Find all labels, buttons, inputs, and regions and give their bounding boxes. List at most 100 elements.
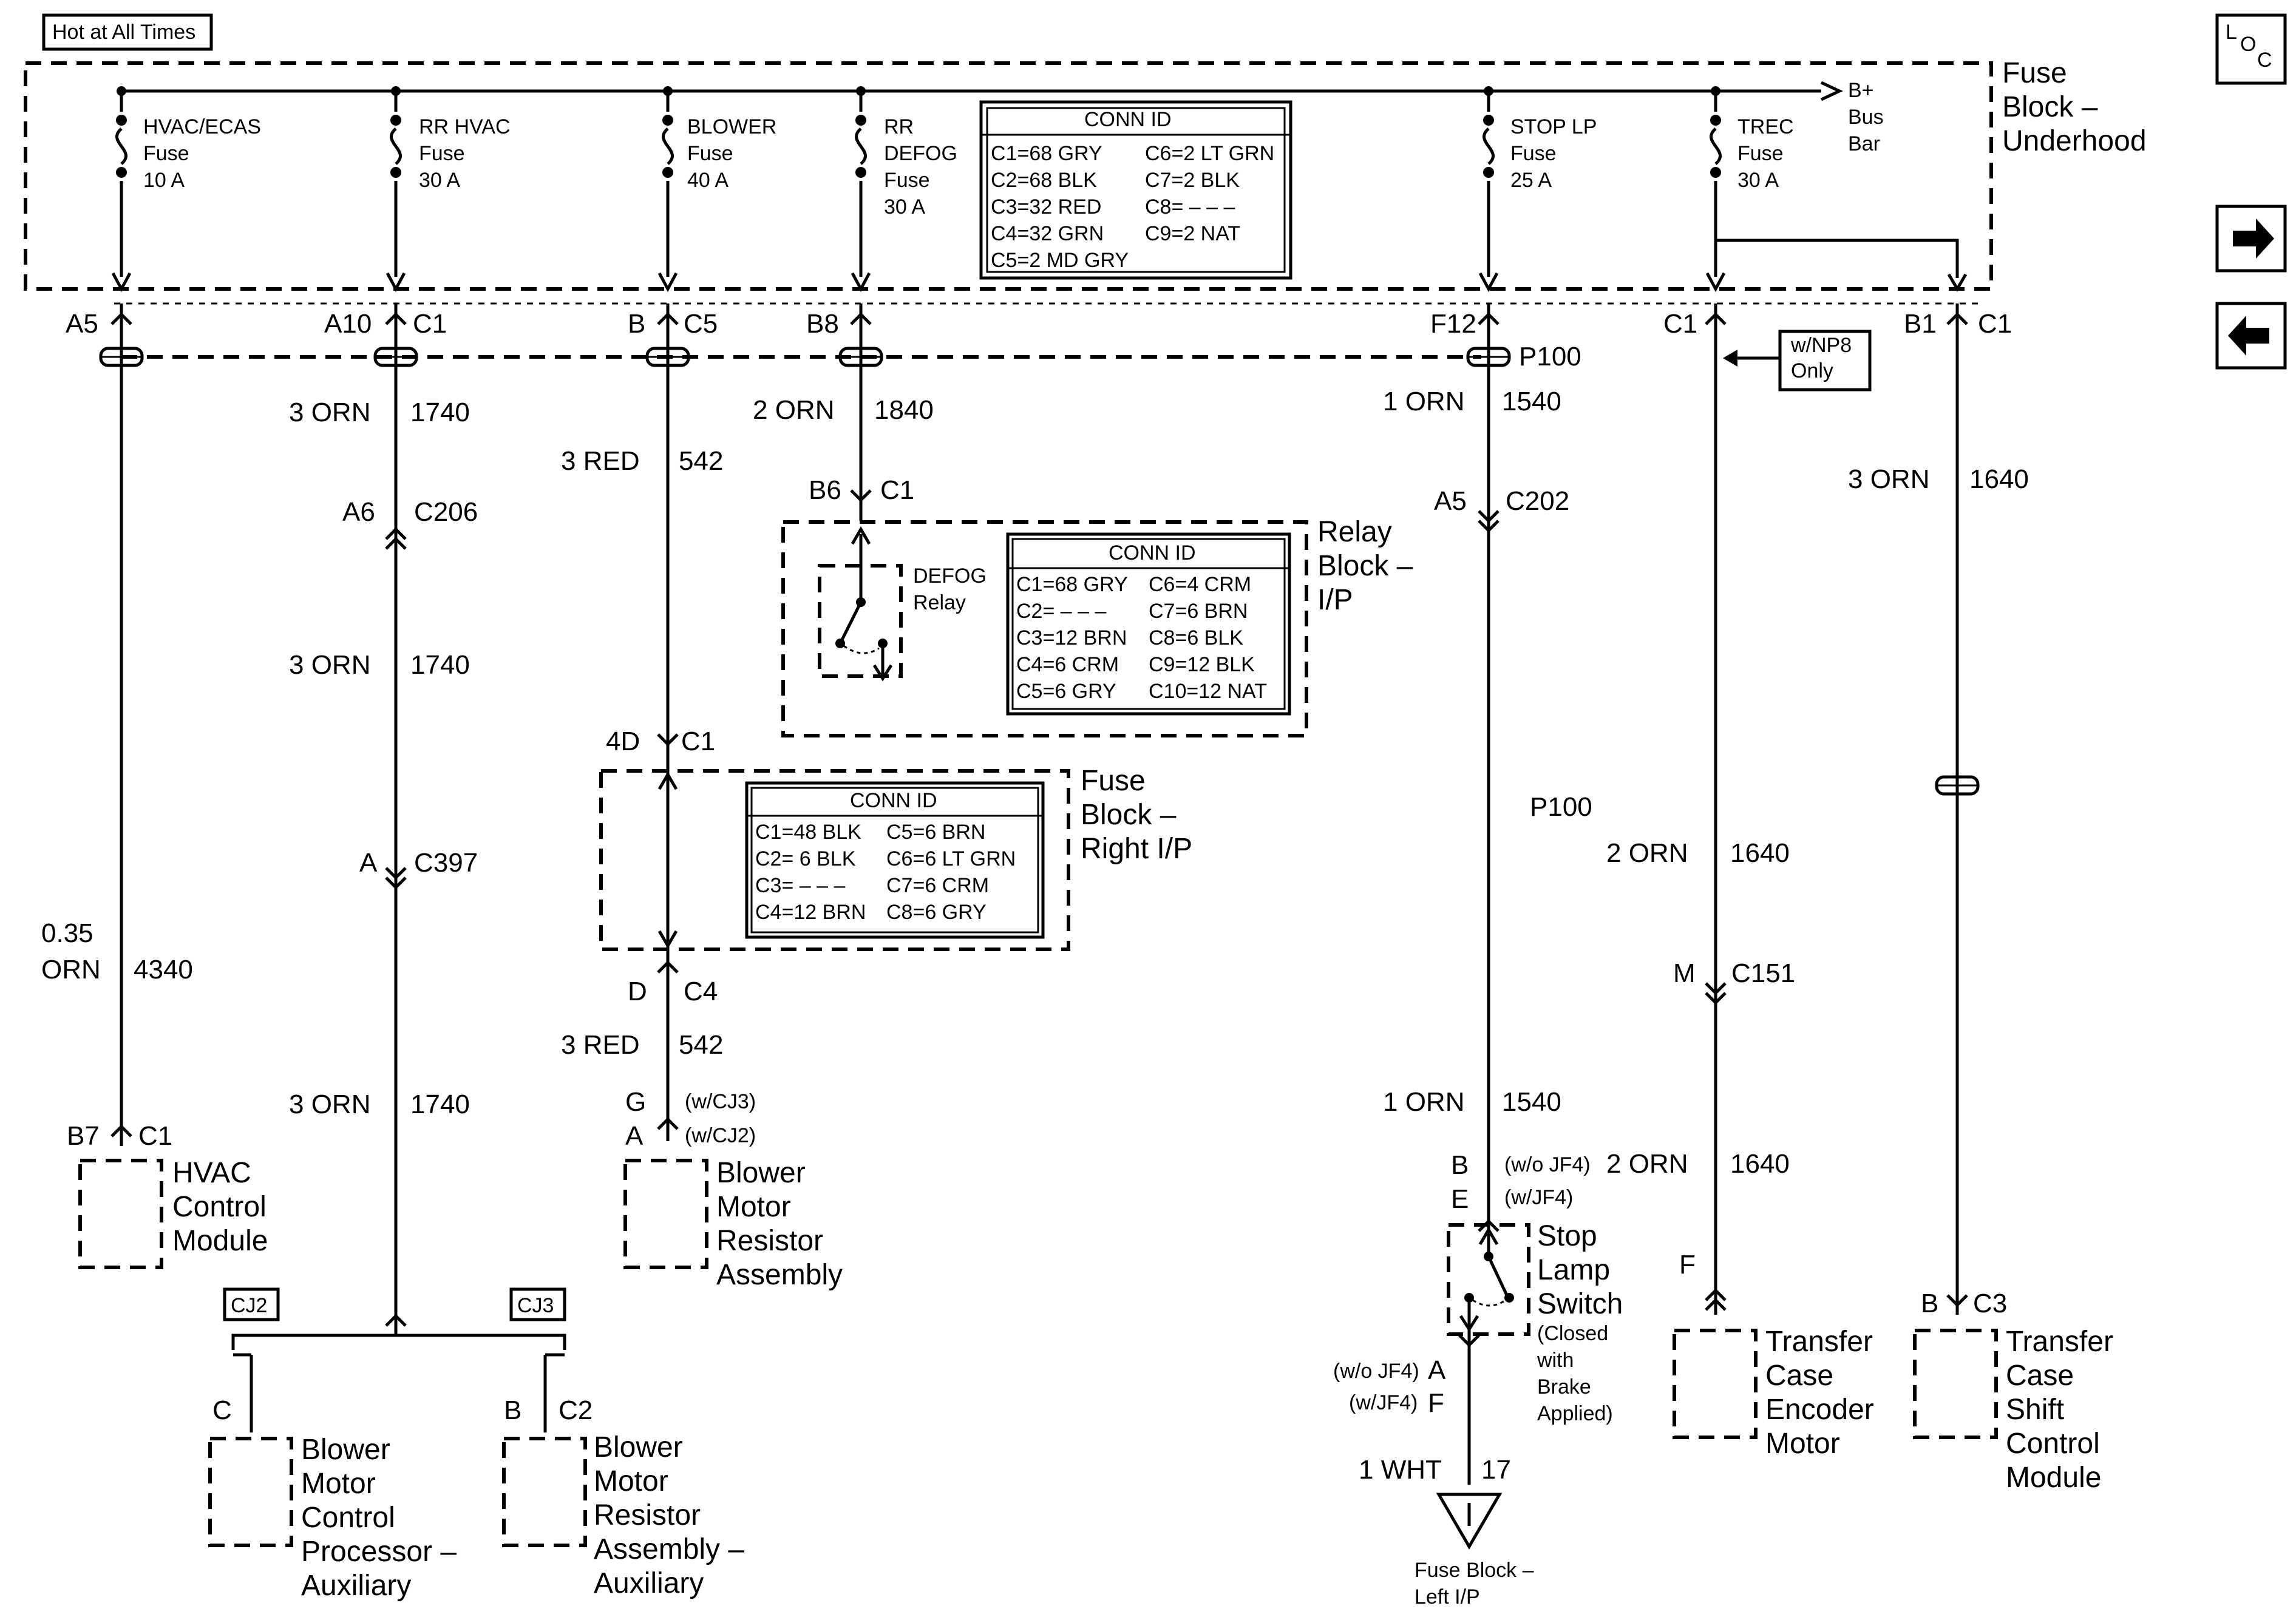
svg-text:DEFOG: DEFOG	[913, 564, 987, 588]
stop-lamp-switch: Stop Lamp Switch (Closed with Brake Appl…	[1447, 1220, 1623, 1425]
svg-text:A5: A5	[66, 309, 98, 339]
connector-chevron	[1705, 992, 1727, 1005]
svg-text:4D: 4D	[606, 727, 640, 756]
svg-text:Resistor: Resistor	[594, 1499, 701, 1531]
fuse-label: 30 A	[884, 195, 925, 219]
loc-icon-o: O	[2240, 33, 2256, 56]
svg-text:C2= – – –: C2= – – –	[1016, 600, 1106, 623]
connector-labels: A5 A10 C1 B C5 B8 F12 P100 C1 B1 C1 A6 C…	[66, 309, 2012, 1425]
svg-text:1840: 1840	[874, 395, 934, 425]
svg-text:Module: Module	[2006, 1462, 2101, 1494]
svg-text:P100: P100	[1519, 342, 1581, 371]
svg-text:I/P: I/P	[1317, 584, 1353, 616]
svg-text:1640: 1640	[1969, 464, 2029, 494]
hvac-control-module: HVAC Control Module	[78, 1157, 268, 1269]
fuse-block-right-title: Fuse Block – Right I/P	[1081, 765, 1192, 865]
svg-text:C3: C3	[1973, 1289, 2007, 1318]
svg-text:Encoder: Encoder	[1765, 1394, 1874, 1426]
svg-text:CONN ID: CONN ID	[1084, 108, 1172, 131]
fuse-label: 10 A	[143, 169, 185, 192]
svg-text:(w/JF4): (w/JF4)	[1349, 1391, 1418, 1414]
connector-chevron	[385, 537, 407, 550]
svg-text:A: A	[1428, 1355, 1446, 1385]
svg-text:B: B	[1921, 1289, 1938, 1318]
fuse-block-left-symbol: Fuse Block – Left I/P	[1415, 1493, 1534, 1609]
svg-text:Bus: Bus	[1848, 106, 1884, 129]
svg-text:B: B	[504, 1395, 521, 1425]
svg-text:(w/CJ3): (w/CJ3)	[685, 1090, 756, 1113]
svg-text:2 ORN: 2 ORN	[1606, 1149, 1688, 1179]
fuse-label: Fuse	[1510, 142, 1557, 165]
svg-text:C8=6 GRY: C8=6 GRY	[886, 901, 987, 924]
fuse-label: Fuse	[143, 142, 189, 165]
prev-arrow-icon[interactable]	[2215, 302, 2287, 370]
svg-text:3 ORN: 3 ORN	[289, 1090, 370, 1119]
svg-text:A6: A6	[342, 497, 375, 527]
svg-text:C4=6 CRM: C4=6 CRM	[1016, 653, 1119, 676]
trec-branch-arrow	[1947, 273, 1968, 292]
fuse-label: Fuse	[1737, 142, 1784, 165]
svg-text:C2: C2	[559, 1395, 593, 1425]
next-arrow-icon[interactable]	[2215, 205, 2287, 273]
svg-text:1640: 1640	[1730, 838, 1790, 868]
svg-text:B6: B6	[809, 475, 841, 505]
svg-text:Fuse Block –: Fuse Block –	[1415, 1559, 1534, 1582]
connector-chevron	[1705, 312, 1727, 325]
svg-text:Blower: Blower	[716, 1157, 806, 1189]
svg-text:Motor: Motor	[301, 1468, 376, 1500]
svg-text:F12: F12	[1430, 309, 1476, 339]
svg-text:3 ORN: 3 ORN	[289, 398, 370, 427]
svg-text:Transfer: Transfer	[1765, 1326, 1873, 1358]
svg-text:Motor: Motor	[1765, 1428, 1840, 1460]
svg-text:B8: B8	[806, 309, 839, 339]
svg-text:C6=2 LT GRN: C6=2 LT GRN	[1145, 142, 1274, 165]
connector-chevron	[1705, 1288, 1727, 1301]
svg-text:B: B	[628, 309, 645, 339]
svg-text:D: D	[628, 977, 647, 1006]
svg-text:G: G	[625, 1087, 646, 1117]
fuse-label: 30 A	[419, 169, 460, 192]
fuse-label: BLOWER	[687, 115, 776, 138]
underhood-conn-id-table: CONN ID C1=68 GRY C2=68 BLK C3=32 RED C4…	[979, 100, 1292, 280]
svg-text:Module: Module	[172, 1225, 268, 1257]
wire-labels: 3 ORN 1740 3 RED 542 2 ORN 1840 1 ORN 15…	[41, 387, 2029, 1485]
svg-text:B: B	[1451, 1150, 1469, 1180]
svg-text:HVAC: HVAC	[172, 1157, 251, 1189]
fuse-block-right-outline	[599, 769, 1070, 951]
connector-chevron	[385, 527, 407, 540]
connector-chevron	[385, 312, 407, 325]
svg-text:Left I/P: Left I/P	[1415, 1585, 1480, 1609]
connector-chevron	[385, 867, 407, 880]
svg-text:Relay: Relay	[913, 591, 966, 614]
svg-text:C7=6 CRM: C7=6 CRM	[886, 874, 989, 897]
connector-chevron	[657, 312, 679, 325]
np8-note-box: w/NP8 Only	[1723, 330, 1872, 392]
svg-text:Blower: Blower	[301, 1434, 390, 1466]
svg-text:A: A	[625, 1121, 644, 1151]
svg-text:Assembly: Assembly	[716, 1259, 843, 1291]
svg-text:with: with	[1537, 1349, 1574, 1372]
svg-text:Motor: Motor	[594, 1465, 668, 1497]
svg-text:Bar: Bar	[1848, 132, 1880, 155]
connector-chevron	[1478, 520, 1500, 533]
fuse-label: RR HVAC	[419, 115, 511, 138]
relay-block-title: Relay Block – I/P	[1317, 516, 1413, 616]
connector-chevron	[1705, 1298, 1727, 1311]
svg-text:C4=12 BRN: C4=12 BRN	[755, 901, 866, 924]
svg-text:Case: Case	[2006, 1360, 2074, 1392]
svg-text:w/NP8: w/NP8	[1790, 334, 1852, 357]
blower-motor-resistor-assembly-auxiliary: Blower Motor Resistor Assembly – Auxilia…	[502, 1431, 744, 1599]
svg-text:C5=6 BRN: C5=6 BRN	[886, 821, 985, 844]
fuse-label: 25 A	[1510, 169, 1552, 192]
fuse-right-internal-arrow	[657, 771, 678, 949]
svg-text:CJ3: CJ3	[517, 1294, 554, 1317]
trec-branch-line	[1716, 239, 1959, 278]
loc-icon[interactable]: L O C	[2215, 13, 2287, 85]
svg-text:1640: 1640	[1730, 1149, 1790, 1179]
svg-text:Control: Control	[2006, 1428, 2100, 1460]
connector-chevron	[385, 876, 407, 890]
svg-text:Switch: Switch	[1537, 1288, 1623, 1320]
